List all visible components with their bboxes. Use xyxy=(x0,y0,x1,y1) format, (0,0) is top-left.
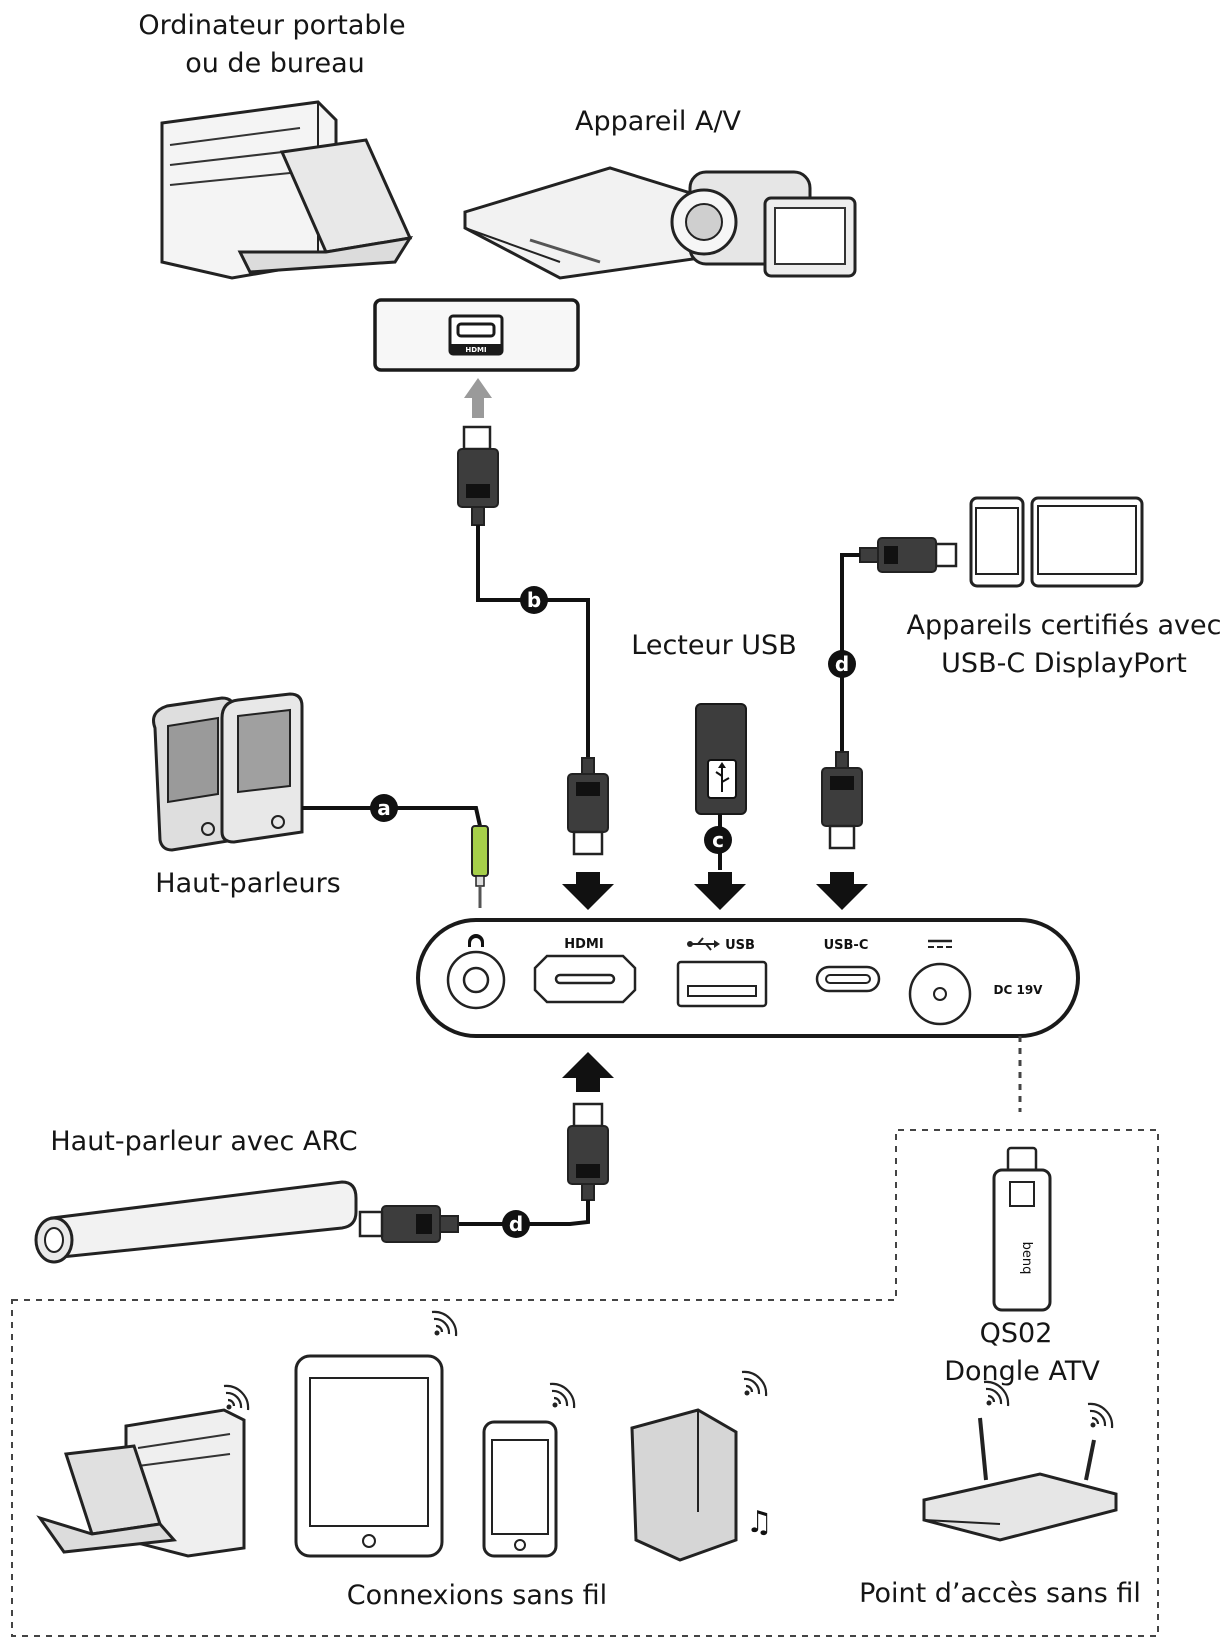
usbc-port-label: USB-C xyxy=(824,938,869,953)
dongle-label-line2: Dongle ATV xyxy=(944,1356,1100,1387)
hdmi-arc-cable-d xyxy=(358,1102,609,1243)
wireless-speaker-icon xyxy=(630,1370,768,1562)
marker-a: a xyxy=(370,794,398,822)
source-hdmi-panel xyxy=(373,298,580,372)
source-port-text: HDMI xyxy=(465,346,486,354)
marker-b: b xyxy=(520,586,548,614)
marker-d-arc-text: d xyxy=(509,1212,523,1236)
usbc-cable-d xyxy=(821,537,958,850)
av-device-label: Appareil A/V xyxy=(574,106,742,137)
dc-port-label: DC 19V xyxy=(994,983,1044,997)
usbc-devices-label-line2: USB-C DisplayPort xyxy=(941,648,1187,679)
wireless-ap-label: Point d’accès sans fil xyxy=(859,1578,1141,1609)
wireless-area-border xyxy=(11,1036,1159,1637)
up-arrow-icon xyxy=(464,378,492,418)
wireless-tablet-icon xyxy=(294,1310,458,1558)
dongle-label-line1: QS02 xyxy=(979,1318,1053,1349)
music-note-icon: ♫ xyxy=(746,1505,773,1540)
dongle-icon xyxy=(992,1146,1052,1312)
marker-d-usbc: d xyxy=(828,650,856,678)
hdmi-port-label: HDMI xyxy=(564,937,603,952)
usb-port-label: USB xyxy=(725,938,755,953)
marker-a-text: a xyxy=(377,796,391,820)
av-device-icon xyxy=(463,166,857,280)
wireless-connections-label: Connexions sans fil xyxy=(346,1580,608,1611)
computer-label-line2: ou de bureau xyxy=(185,48,365,79)
marker-d-arc: d xyxy=(502,1210,530,1238)
arc-speaker-label: Haut-parleur avec ARC xyxy=(50,1126,358,1157)
dongle-brand: benq xyxy=(1019,1242,1034,1275)
headphone-icon xyxy=(468,934,484,947)
wireless-phone-icon xyxy=(482,1382,576,1558)
usb-reader-label: Lecteur USB xyxy=(631,630,797,661)
computer-icon xyxy=(160,100,414,280)
marker-c-text: c xyxy=(712,828,724,852)
computer-label-line1: Ordinateur portable xyxy=(138,10,406,41)
router-icon xyxy=(922,1380,1118,1542)
usbc-devices-label-line1: Appareils certifiés avec xyxy=(906,610,1222,641)
hdmi-cable-b xyxy=(457,425,609,856)
marker-c: c xyxy=(704,826,732,854)
up-arrow-icon xyxy=(562,1052,614,1092)
soundbar-icon xyxy=(34,1180,358,1264)
usb-icon xyxy=(687,937,720,951)
speakers-icon xyxy=(152,692,304,852)
marker-b-text: b xyxy=(527,588,541,612)
usbc-devices-icon xyxy=(969,496,1144,588)
projector-port-panel xyxy=(416,918,1080,1038)
audio-cable-a xyxy=(302,806,489,908)
down-arrow-icon xyxy=(562,872,868,910)
marker-d-usbc-text: d xyxy=(835,652,849,676)
speakers-label: Haut-parleurs xyxy=(155,868,341,899)
wireless-laptop-icon xyxy=(36,1384,250,1558)
